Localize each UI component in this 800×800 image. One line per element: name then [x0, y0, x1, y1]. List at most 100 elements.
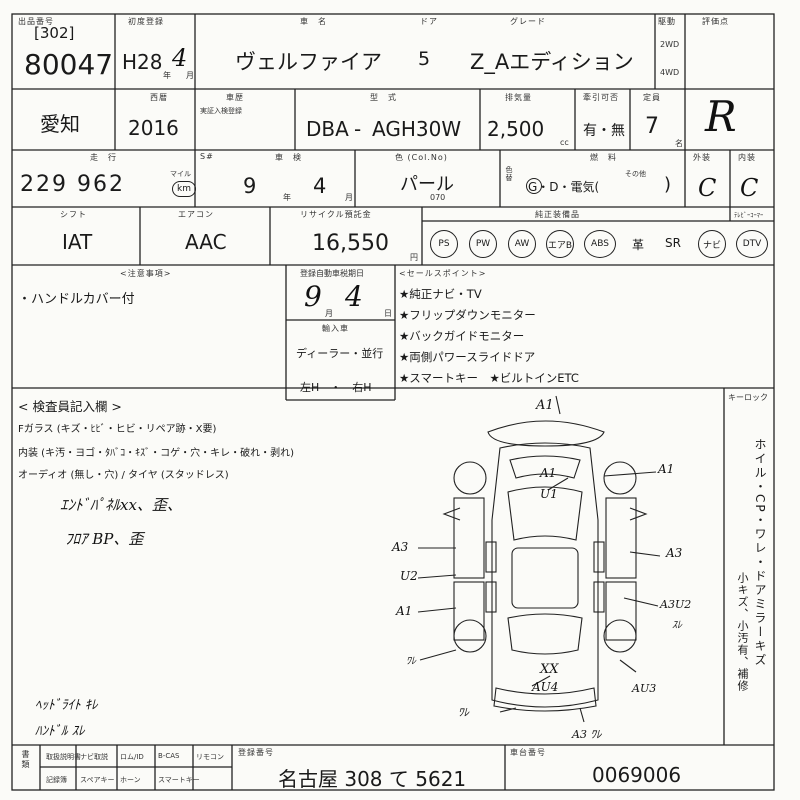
expiry-day-unit: 日	[384, 309, 393, 318]
mark-left2: U2	[400, 569, 418, 583]
fuel-label: 燃 料	[590, 153, 617, 162]
shift: IAT	[62, 230, 93, 254]
sales-point: ★両側パワースライドドア	[399, 350, 536, 364]
equip-spare-key: スペアキー	[80, 776, 115, 784]
equip-bcas: B-CAS	[158, 752, 180, 760]
mileage-sb: S#	[200, 152, 214, 161]
color-side: 色替	[505, 166, 513, 182]
mileage-label: 走 行	[90, 153, 117, 162]
lot-label: 出品番号	[18, 17, 54, 26]
score-label: 評価点	[702, 17, 729, 26]
sales-point: ★スマートキー ★ビルトインETC	[399, 371, 579, 385]
trailer: 有・無	[583, 123, 625, 139]
history-label: 車歴	[226, 93, 244, 102]
capacity-label: 定員	[643, 93, 661, 102]
expiry-month: 9	[304, 280, 322, 313]
car-name: ヴェルファイア	[235, 50, 382, 74]
exterior: C	[698, 174, 717, 202]
first-reg-era: H28	[122, 50, 163, 74]
mark-right2b: ｽﾚ	[672, 620, 682, 631]
equip-record: 記録簿	[46, 776, 67, 784]
mark-left1: A3	[392, 540, 409, 554]
grade-label: グレード	[510, 17, 546, 26]
mark-bottom4: A3 ﾜﾚ	[572, 728, 602, 741]
equip-horn: ホーン	[120, 776, 141, 784]
color-label: 色 (Col.No)	[395, 153, 448, 162]
aircon-label: エアコン	[178, 210, 214, 219]
interior: C	[740, 174, 759, 202]
inspection-year-unit: 年	[283, 193, 292, 202]
sales-point: ★フリップダウンモニター	[399, 308, 536, 322]
inspection-year: 9	[243, 174, 257, 198]
inspection-hand2: ﾌﾛｱ BP、歪	[65, 530, 144, 548]
lot-prefix: [302]	[34, 24, 75, 42]
inspection-hand4: ﾊﾝﾄﾞﾙ ｽﾚ	[35, 724, 85, 739]
first-reg-year-unit: 年	[163, 71, 172, 80]
model-label: 型 式	[370, 93, 397, 102]
mark-wheel: ﾜﾚ	[406, 656, 416, 667]
first-reg-month-unit: 月	[186, 71, 195, 80]
mark-right2: A3U2	[660, 598, 692, 611]
mark-roof2: U1	[540, 487, 558, 501]
fuel: G・D・電気(	[528, 180, 600, 194]
smart-label: ﾃﾚﾋﾞｰｺｰﾏｰ	[734, 211, 764, 219]
equip-navi-manual: ナビ取説	[80, 753, 108, 761]
inspection-hand1: ｴﾝﾄﾞﾊﾟﾈﾙxx、歪、	[60, 496, 182, 514]
mark-left-bottom: ﾜﾚ	[458, 706, 469, 719]
color-no: 070	[430, 193, 446, 202]
year-label: 西暦	[150, 93, 168, 102]
equipment-label: 純正装備品	[535, 210, 580, 219]
fuel-close: )	[664, 174, 672, 195]
expiry-month-unit: 月	[325, 309, 334, 318]
inspection-month-unit: 月	[345, 193, 354, 202]
inspection-line2: 内装 (キ汚・ヨゴ・ﾀﾊﾞｺ・ｷｽﾞ・コゲ・穴・キレ・破れ・剥れ)	[18, 448, 294, 459]
first-reg-label: 初度登録	[128, 17, 164, 26]
expiry-label: 登録自動車税期日	[300, 269, 364, 278]
equip-remote: リモコン	[196, 753, 224, 761]
exterior-label: 外装	[693, 153, 711, 162]
mark-bottom1: XX	[540, 662, 559, 677]
equipment-dtv: DTV	[736, 230, 768, 258]
expiry-day: 4	[345, 280, 363, 313]
drive-label: 駆動	[658, 17, 676, 26]
first-reg-month: 4	[172, 44, 188, 72]
displacement-label: 排気量	[505, 93, 532, 102]
plate: 名古屋 308 て 5621	[278, 767, 467, 791]
equip-rom: ロム/ID	[120, 753, 144, 761]
equipment-navi: ナビ	[698, 230, 726, 258]
recycle-label: リサイクル預託金	[300, 210, 372, 219]
recycle: 16,550	[312, 231, 389, 256]
inspection-label: 車 検	[275, 153, 302, 162]
sales-point: ★純正ナビ・TV	[399, 287, 482, 301]
model-code: AGH30W	[372, 117, 462, 141]
mark-top: A1	[536, 398, 554, 413]
inspection-month: 4	[313, 174, 327, 198]
equipment-sr: SR	[665, 236, 681, 250]
displacement: 2,500	[487, 117, 545, 141]
recycle-unit: 円	[410, 253, 419, 262]
equipment-pw: PW	[469, 230, 497, 258]
mark-left3: A1	[396, 604, 413, 618]
aircon: AAC	[185, 230, 227, 254]
mileage: 229 962	[20, 172, 125, 197]
door-label: ドア	[420, 17, 438, 26]
caution-text: ・ハンドルカバー付	[18, 292, 135, 307]
footer-side-label: 書類	[21, 750, 30, 770]
inspection-line1: Fガラス (キズ・ﾋﾋﾞ・ヒビ・リペア跡・X要)	[18, 424, 217, 435]
mark-bottom3: AU3	[632, 682, 657, 695]
mileage-unit: km	[172, 181, 196, 197]
score: R	[705, 92, 737, 141]
mark-right1: A3	[666, 546, 683, 560]
import-dealer: ディーラー・並行	[296, 347, 384, 360]
trailer-label: 牽引可否	[583, 93, 619, 102]
drive-2wd: 2WD	[660, 40, 680, 49]
mileage-mile: マイル	[170, 170, 191, 178]
car-name-label: 車 名	[300, 17, 327, 26]
inspection-right-col2: 小キズ、小汚有、補修	[736, 572, 749, 692]
doors: 5	[418, 48, 431, 70]
model-prefix: DBA	[306, 117, 349, 141]
model-dash: -	[354, 117, 362, 141]
sales-label: <セールスポイント>	[399, 269, 487, 278]
equipment-leather: 革	[632, 238, 645, 252]
